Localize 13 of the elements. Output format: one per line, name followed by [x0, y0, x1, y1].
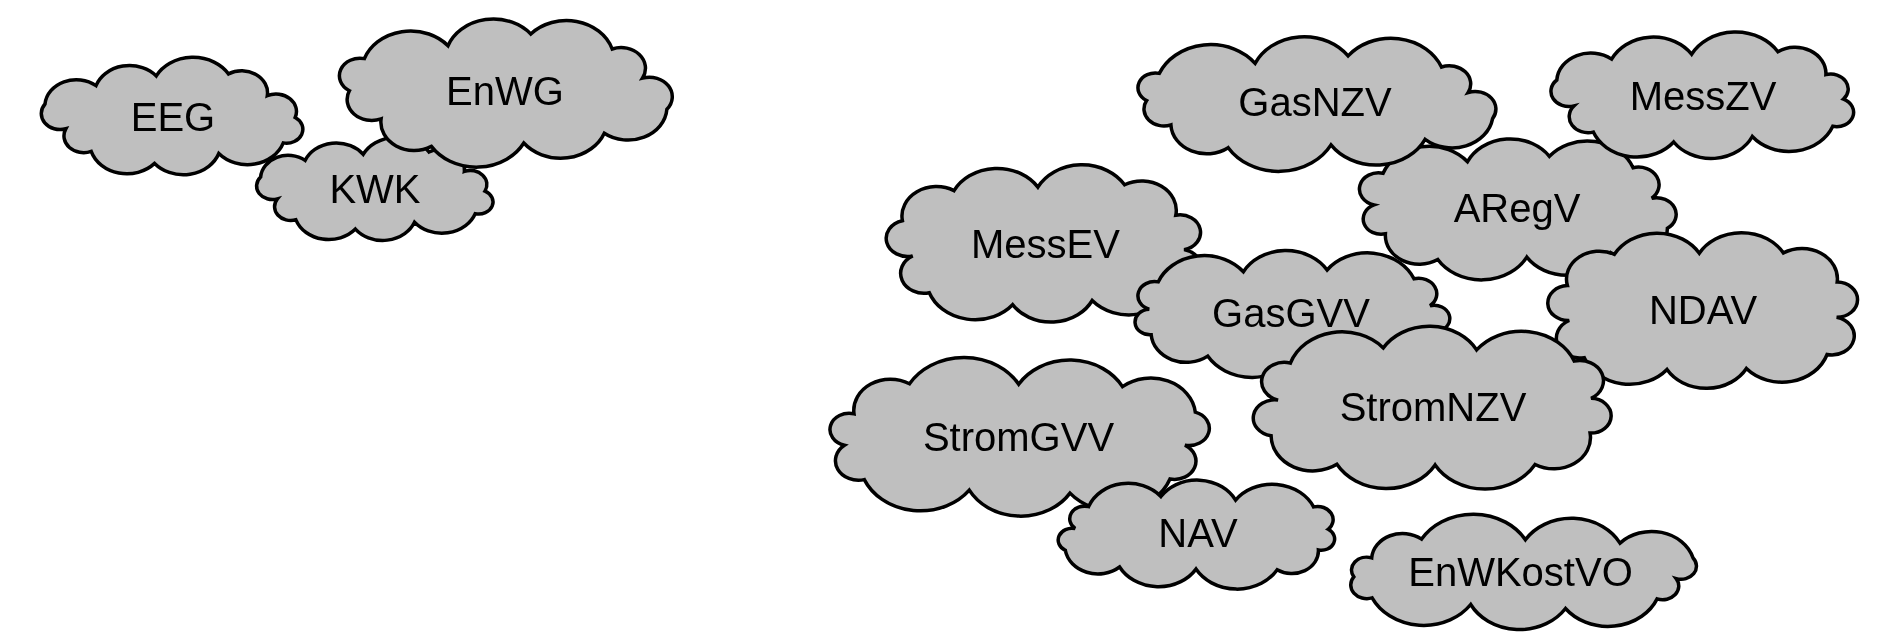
- node-label: MessEV: [970, 221, 1121, 267]
- node-label: EnWKostVO: [1407, 550, 1634, 595]
- node-label: GasNZV: [1237, 79, 1393, 125]
- node-label: StromNZV: [1338, 384, 1528, 430]
- node-label: GasGVV: [1211, 290, 1371, 336]
- node-label: EnWG: [445, 68, 565, 114]
- node-label: EEG: [129, 94, 217, 140]
- node-label: MessZV: [1628, 73, 1778, 119]
- node-label: KWK: [328, 167, 422, 212]
- node-label: NDAV: [1647, 287, 1759, 333]
- node-label: ARegV: [1452, 185, 1582, 231]
- node-label: StromGVV: [921, 414, 1116, 460]
- node-label: NAV: [1157, 511, 1239, 556]
